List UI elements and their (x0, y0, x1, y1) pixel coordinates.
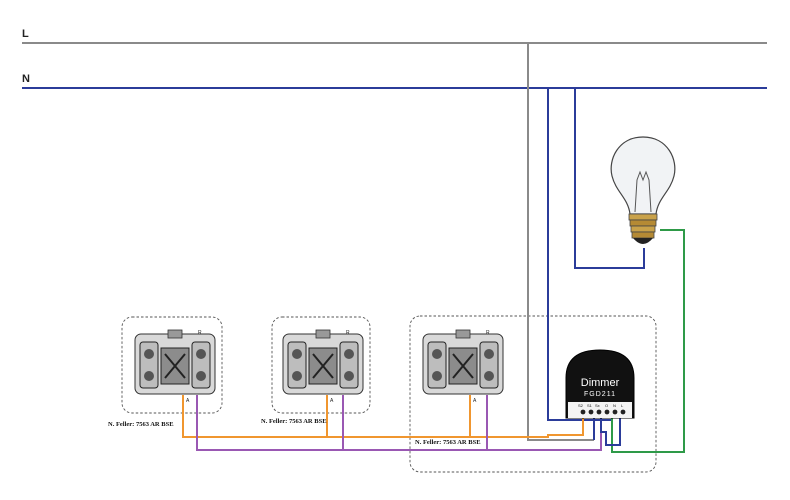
neutral-feed-wire (547, 88, 612, 421)
dimmer-terminal-s2: S2 (578, 403, 584, 408)
dimmer-terminal-n: N (613, 403, 616, 408)
light-bulb-icon (610, 136, 676, 244)
switch-3-terminal-bottom: A (473, 398, 477, 404)
s1-wire (182, 395, 584, 438)
dimmer-stub-wires (593, 418, 621, 446)
switch-3-terminal-top: R (486, 330, 490, 336)
switch-mechanism-1 (134, 329, 216, 395)
switch-2-terminal-top: R (346, 330, 350, 336)
dimmer-output-wire (611, 229, 685, 453)
switch-1-terminal-top: R (198, 330, 202, 336)
dimmer-model: FGD211 (584, 391, 616, 398)
switch-box-2 (271, 316, 371, 414)
switch-1-caption: N. Feller: 7563 AR BSE (108, 421, 174, 428)
switch-3-caption: N. Feller: 7563 AR BSE (415, 439, 481, 446)
line-feed-wire (527, 43, 594, 441)
neutral-bus-label: N (22, 73, 30, 85)
switch-1-terminal-bottom: A (186, 398, 190, 404)
switch-2-terminal-bottom: A (330, 398, 334, 404)
lamp-neutral-wire (574, 88, 645, 269)
switch-mechanism-2 (282, 329, 364, 395)
s2-wire (196, 395, 602, 451)
dimmer-terminal-o: O (605, 403, 608, 408)
dimmer-terminal-sx: Sx (595, 403, 600, 408)
dimmer-module (565, 349, 635, 419)
line-bus-label: L (22, 28, 29, 40)
switch-box-3 (409, 315, 657, 473)
dimmer-terminal-l: L (621, 403, 624, 408)
switch-2-caption: N. Feller: 7563 AR BSE (261, 418, 327, 425)
dimmer-terminal-s1: S1 (587, 403, 593, 408)
dimmer-brand: Dimmer (581, 377, 620, 389)
switch-box-1 (121, 316, 223, 414)
switch-mechanism-3 (422, 329, 504, 395)
